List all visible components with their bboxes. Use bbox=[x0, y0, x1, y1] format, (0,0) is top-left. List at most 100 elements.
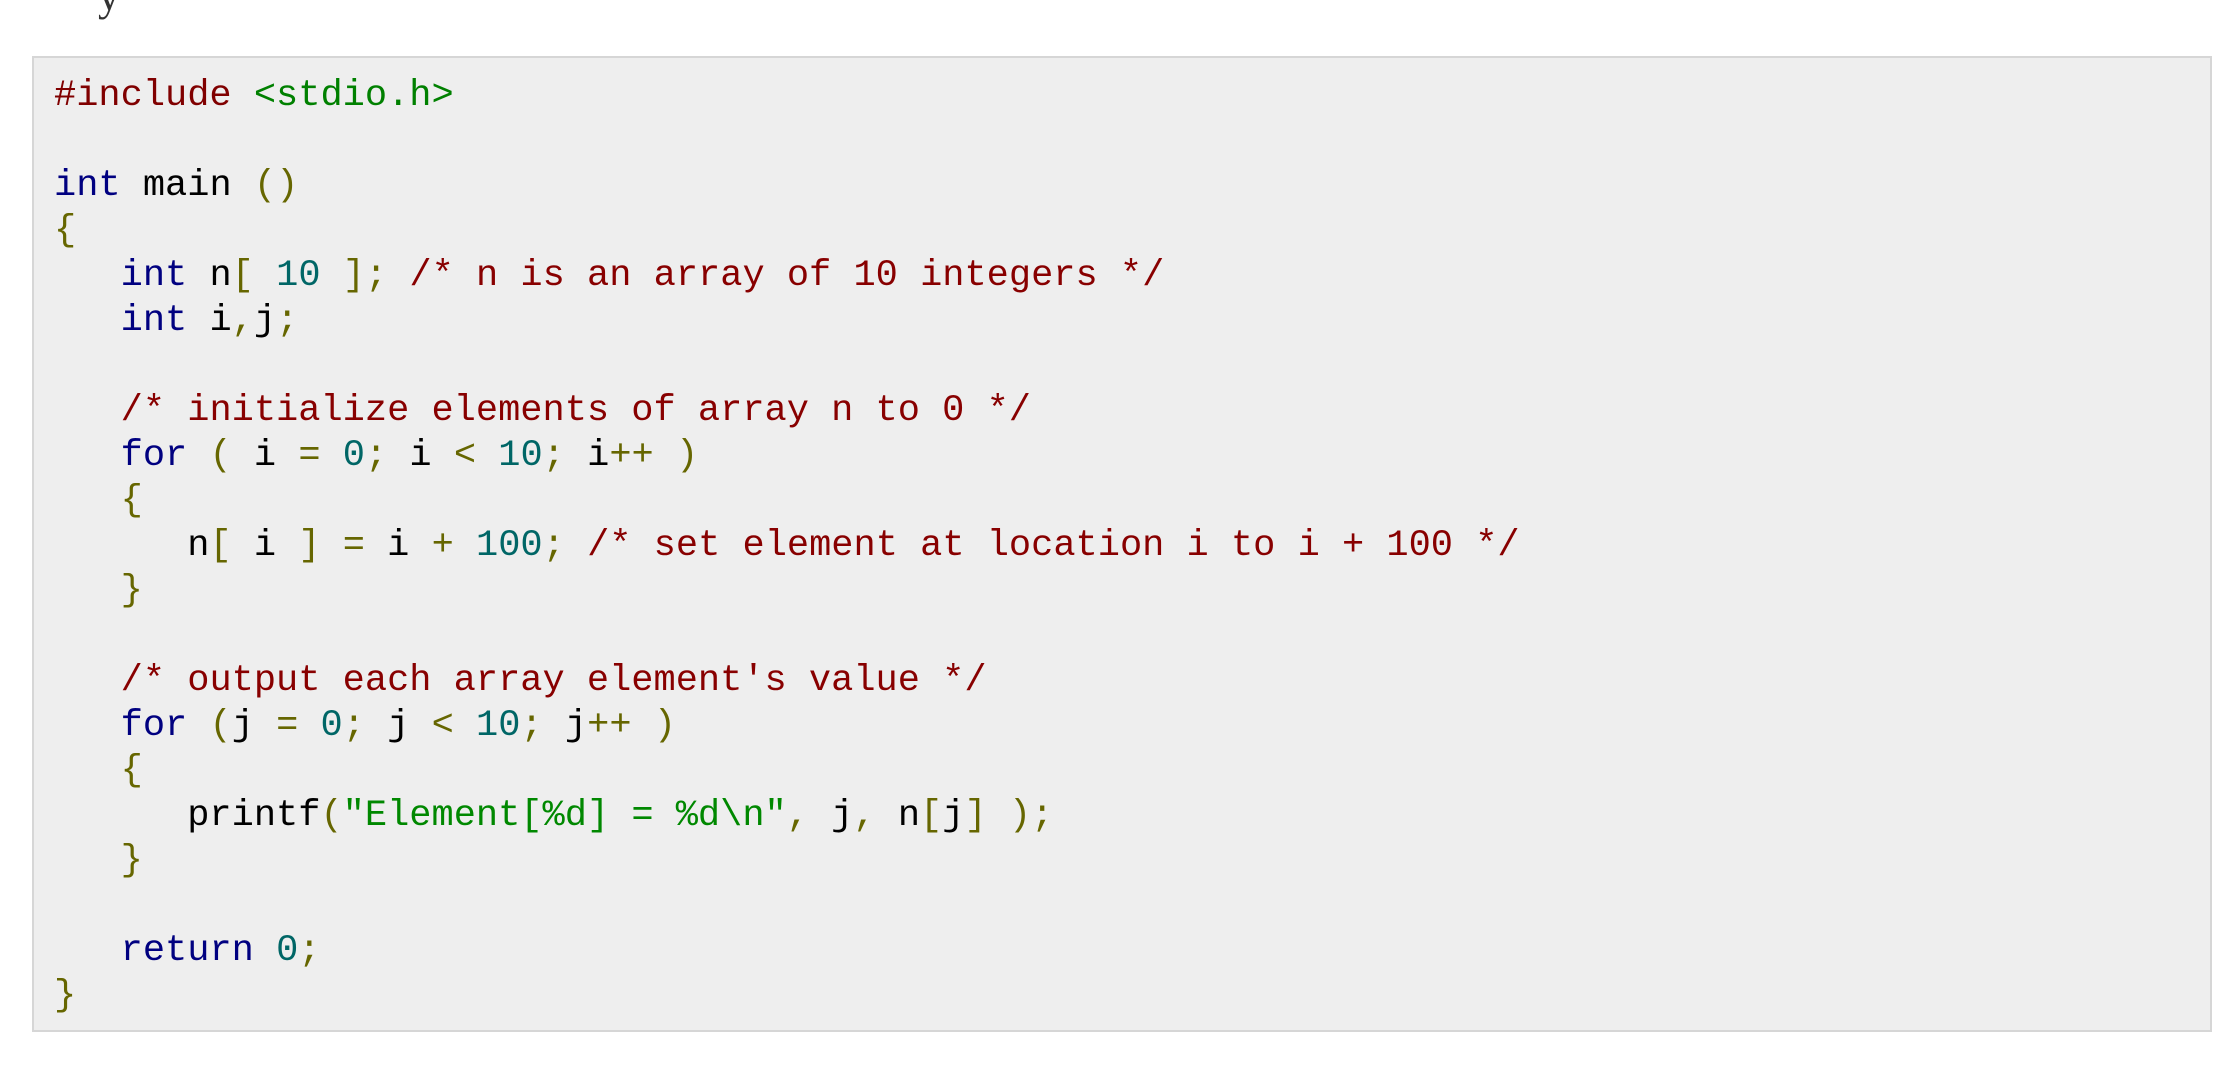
code-token: int bbox=[120, 255, 188, 297]
code-token: n bbox=[54, 525, 210, 567]
code-token: for bbox=[120, 435, 188, 477]
code-token bbox=[321, 525, 343, 567]
code-line: int main () bbox=[54, 164, 2210, 209]
code-token: for bbox=[120, 705, 188, 747]
code-token: n bbox=[875, 795, 921, 837]
code-line: { bbox=[54, 479, 2210, 524]
code-token bbox=[632, 705, 654, 747]
code-token bbox=[54, 660, 121, 702]
code-token bbox=[54, 480, 121, 522]
code-token: () bbox=[253, 165, 299, 207]
code-token: i bbox=[564, 435, 610, 477]
code-token: ++ bbox=[609, 435, 654, 477]
code-token: = bbox=[276, 705, 299, 747]
code-token: j bbox=[808, 795, 854, 837]
code-token: j bbox=[253, 300, 277, 342]
code-line: for (j = 0; j < 10; j++ ) bbox=[54, 704, 2210, 749]
code-listing: #include <stdio.h>int main (){ int n[ 10… bbox=[54, 74, 2210, 1019]
code-token: ; bbox=[276, 300, 299, 342]
code-line: { bbox=[54, 209, 2210, 254]
code-token: 10 bbox=[476, 705, 521, 747]
code-line: int n[ 10 ]; /* n is an array of 10 inte… bbox=[54, 254, 2210, 299]
code-token: i bbox=[187, 300, 232, 342]
code-line: } bbox=[54, 839, 2210, 884]
code-token bbox=[987, 795, 1009, 837]
code-token: return bbox=[120, 930, 254, 972]
code-token: ; bbox=[342, 705, 365, 747]
code-line: for ( i = 0; i < 10; i++ ) bbox=[54, 434, 2210, 479]
code-token: , bbox=[853, 795, 876, 837]
code-token: 0 bbox=[342, 435, 365, 477]
code-token bbox=[454, 705, 476, 747]
code-token: j bbox=[542, 705, 588, 747]
code-token: ) bbox=[675, 435, 699, 477]
code-token bbox=[254, 930, 276, 972]
code-token bbox=[54, 255, 121, 297]
code-line bbox=[54, 614, 2210, 659]
code-token: ( bbox=[209, 435, 232, 477]
code-token: #include bbox=[54, 75, 254, 117]
code-token: = bbox=[342, 525, 365, 567]
code-token: ( bbox=[209, 705, 232, 747]
code-token bbox=[54, 390, 121, 432]
code-line bbox=[54, 344, 2210, 389]
code-token bbox=[476, 435, 498, 477]
code-token bbox=[565, 525, 587, 567]
code-token bbox=[321, 435, 343, 477]
code-token: 100 bbox=[476, 525, 543, 567]
code-token: i bbox=[231, 435, 299, 477]
code-token bbox=[54, 840, 121, 882]
code-token: [ bbox=[231, 255, 254, 297]
code-token bbox=[54, 300, 121, 342]
code-token: { bbox=[54, 210, 77, 252]
code-token: printf bbox=[54, 795, 321, 837]
code-token: < bbox=[453, 435, 477, 477]
code-token: 10 bbox=[498, 435, 543, 477]
code-token: 10 bbox=[276, 255, 321, 297]
code-token: /* initialize elements of array n to 0 *… bbox=[120, 390, 1031, 432]
code-token: [ bbox=[209, 525, 232, 567]
code-token: j bbox=[942, 795, 965, 837]
code-token: { bbox=[120, 750, 143, 792]
code-token: , bbox=[231, 300, 254, 342]
code-token: "Element[%d] = %d\n" bbox=[342, 795, 787, 837]
code-token: ) bbox=[653, 705, 676, 747]
code-line: return 0; bbox=[54, 929, 2210, 974]
code-token: 0 bbox=[320, 705, 343, 747]
code-token bbox=[54, 705, 121, 747]
preceding-text-fragment: y bbox=[98, 0, 120, 18]
code-token: j bbox=[364, 705, 432, 747]
code-line: /* output each array element's value */ bbox=[54, 659, 2210, 704]
code-line: } bbox=[54, 974, 2210, 1019]
code-token: [ bbox=[920, 795, 943, 837]
code-token: j bbox=[231, 705, 277, 747]
code-token: ] bbox=[964, 795, 987, 837]
code-line bbox=[54, 884, 2210, 929]
code-line: } bbox=[54, 569, 2210, 614]
code-token: /* n is an array of 10 integers */ bbox=[409, 255, 1165, 297]
code-line: #include <stdio.h> bbox=[54, 74, 2210, 119]
code-token bbox=[54, 750, 121, 792]
code-token bbox=[187, 705, 209, 747]
code-token bbox=[298, 705, 320, 747]
code-token: ] bbox=[298, 525, 321, 567]
code-token: } bbox=[54, 975, 77, 1017]
code-token: = bbox=[298, 435, 321, 477]
code-line bbox=[54, 119, 2210, 164]
code-token: { bbox=[120, 480, 143, 522]
code-block: #include <stdio.h>int main (){ int n[ 10… bbox=[32, 56, 2212, 1032]
code-token: ]; bbox=[342, 255, 388, 297]
code-token: ; bbox=[298, 930, 321, 972]
code-token: ; bbox=[542, 525, 565, 567]
code-token bbox=[654, 435, 676, 477]
code-line: n[ i ] = i + 100; /* set element at loca… bbox=[54, 524, 2210, 569]
code-token: /* set element at location i to i + 100 … bbox=[587, 525, 1520, 567]
code-token bbox=[454, 525, 476, 567]
code-token bbox=[54, 435, 121, 477]
code-token: /* output each array element's value */ bbox=[120, 660, 987, 702]
code-token: ; bbox=[520, 705, 543, 747]
code-token: int bbox=[120, 300, 188, 342]
code-token: } bbox=[120, 570, 143, 612]
code-token bbox=[254, 255, 276, 297]
code-token: + bbox=[431, 525, 454, 567]
